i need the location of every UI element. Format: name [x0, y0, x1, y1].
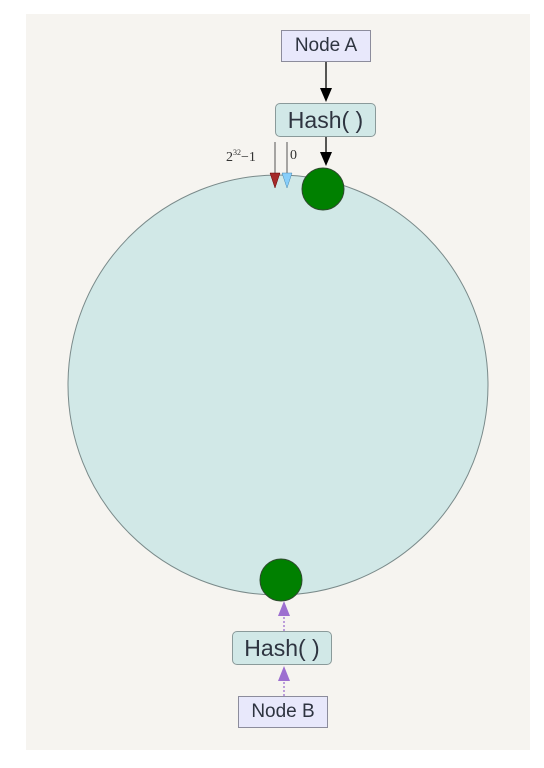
- range-zero-label: 0: [290, 148, 297, 164]
- range-max-label: 232−1: [226, 148, 256, 166]
- hash-a-box: Hash( ): [275, 103, 376, 137]
- hash-a-label: Hash( ): [287, 106, 364, 133]
- node-b-label: Node B: [251, 701, 315, 722]
- hash-b-box: Hash( ): [232, 631, 332, 665]
- zero-marker: [281, 172, 293, 189]
- hash-b-label: Hash( ): [244, 634, 320, 661]
- node-a-arrowhead: [320, 88, 332, 102]
- node-b-arrowhead: [278, 666, 290, 681]
- node-a-point: [301, 167, 345, 211]
- node-a-box: Node A: [281, 30, 371, 62]
- node-a-label: Node A: [294, 35, 358, 56]
- node-b-point: [259, 558, 303, 602]
- range-max-exponent: 32: [233, 148, 241, 157]
- range-max-suffix: −1: [241, 150, 256, 165]
- range-max-base: 2: [226, 150, 233, 165]
- hash-b-arrowhead: [278, 601, 290, 616]
- hash-ring: [67, 174, 489, 596]
- range-zero-value: 0: [290, 148, 297, 163]
- max-marker: [269, 172, 281, 189]
- hash-a-arrowhead: [320, 152, 332, 166]
- node-b-box: Node B: [238, 696, 328, 728]
